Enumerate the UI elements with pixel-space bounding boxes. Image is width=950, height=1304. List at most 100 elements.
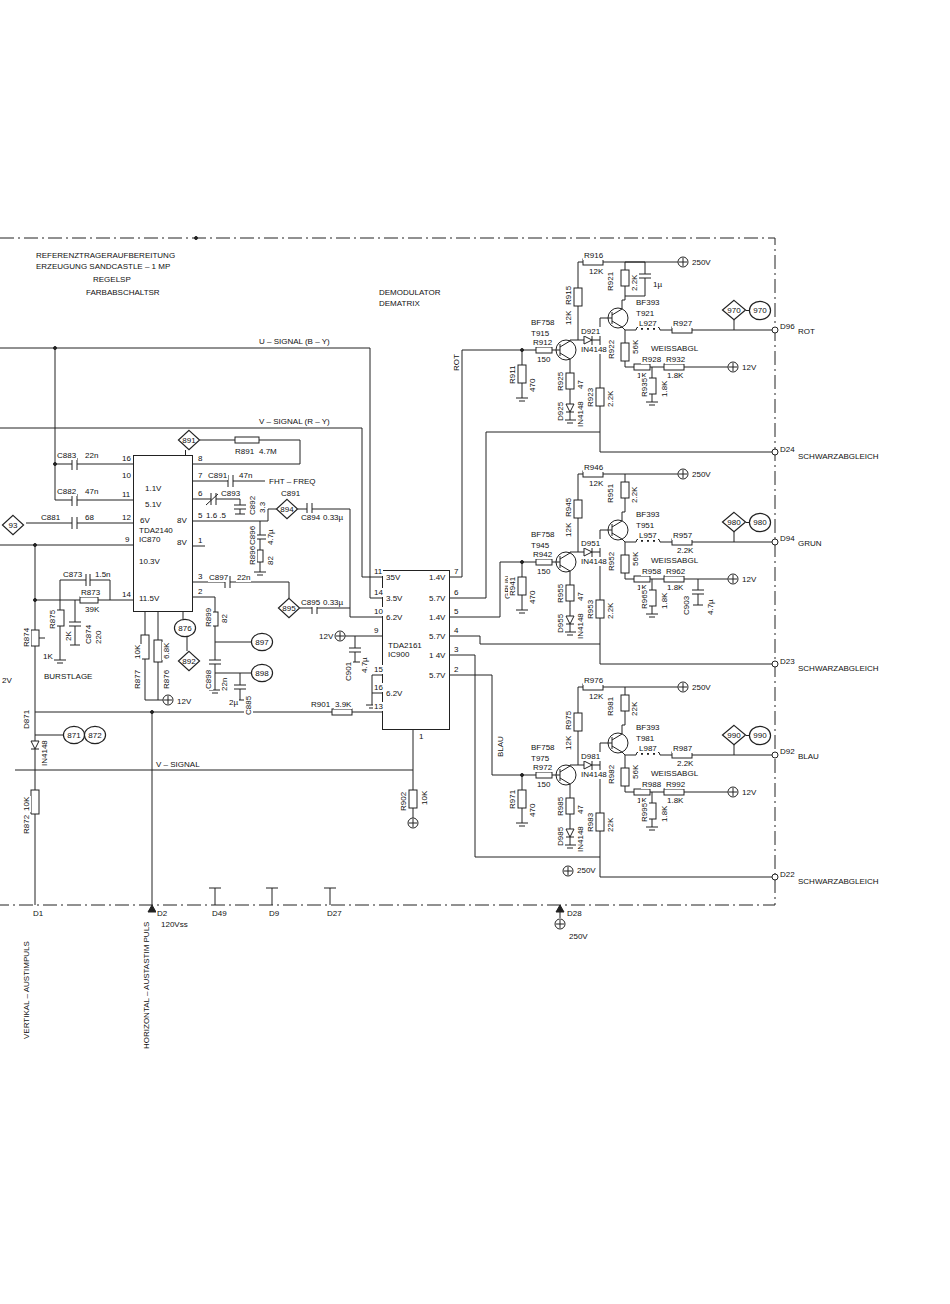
schematic-label: 13 — [373, 702, 384, 711]
node-text-group: 980 — [749, 513, 771, 532]
schematic-label: C894 — [300, 513, 321, 522]
schematic-label: 22n — [84, 451, 99, 460]
wire-drawing — [31, 741, 39, 749]
schematic-label: 5.7V — [428, 594, 446, 603]
schematic-label: R872 — [22, 814, 31, 835]
schematic-label: 22K — [606, 817, 615, 833]
schematic-label: 1.6 .5 — [205, 511, 227, 520]
schematic-label: 47n — [238, 471, 253, 480]
schematic-label: REFERENZTRAGERAUFBEREITUNG — [35, 251, 176, 260]
node-text: 876 — [178, 624, 191, 633]
schematic-label: R946 — [583, 463, 604, 472]
schematic-label: 2.2K — [606, 390, 615, 408]
connector — [746, 735, 749, 736]
shape-outline — [251, 664, 272, 681]
schematic-label: 10K — [420, 790, 429, 806]
schematic-label: R982 — [607, 764, 616, 785]
schematic-label: D925 — [556, 401, 565, 422]
schematic-label: R915 — [564, 285, 573, 306]
schematic-label: 47 — [576, 379, 585, 390]
schematic-label: DEMODULATOR — [378, 288, 442, 297]
test-point-diamond: 892 — [178, 651, 200, 671]
schematic-label: 12K — [564, 310, 573, 326]
schematic-label: 16 — [373, 683, 384, 692]
connector — [746, 310, 749, 311]
schematic-label: 6.2V — [385, 689, 403, 698]
schematic-label: R901 — [310, 700, 331, 709]
schematic-label: R965 — [640, 589, 649, 610]
test-point-diamond: 891 — [178, 430, 200, 450]
shape-outline — [251, 633, 272, 650]
schematic-label: R932 — [665, 355, 686, 364]
schematic-label: C891 — [207, 471, 228, 480]
schematic-label: C892 — [248, 495, 257, 516]
schematic-label: 1 — [418, 732, 424, 741]
schematic-label: R935 — [640, 377, 649, 398]
schematic-label: D955 — [556, 613, 565, 634]
schematic-label: R896 — [248, 545, 257, 566]
schematic-label: 1.5n — [94, 570, 112, 579]
schematic-label: 4.7µ — [360, 656, 369, 674]
wire-drawing — [409, 819, 417, 827]
wire-drawing — [298, 503, 382, 617]
schematic-label: R921 — [606, 271, 615, 292]
schematic-label: BF758 — [530, 743, 556, 752]
schematic-label: 2.2K — [676, 546, 694, 555]
schematic-label: 2 — [453, 665, 459, 674]
schematic-label: 5.7V — [428, 671, 446, 680]
schematic-label: IN4148 — [580, 770, 608, 779]
schematic-label: 56K — [631, 764, 640, 780]
test-point-circle: 970 — [749, 301, 771, 320]
schematic-label: D27 — [326, 909, 343, 918]
schematic-label: D985 — [556, 826, 565, 847]
schematic-label: 12V — [741, 575, 757, 584]
schematic-label: IN4148 — [576, 612, 585, 640]
schematic-label: D951 — [580, 539, 601, 548]
shape-outline — [722, 300, 745, 319]
schematic-label: C881 — [40, 513, 61, 522]
schematic-label: 4 — [453, 626, 459, 635]
wire-drawing — [450, 350, 536, 577]
wire-drawing — [80, 597, 98, 603]
schematic-label: BLAU — [496, 735, 505, 758]
schematic-label: R953 — [586, 599, 595, 620]
connector — [187, 637, 188, 651]
wire-drawing — [195, 237, 198, 240]
schematic-label: R945 — [564, 497, 573, 518]
shape-outline — [178, 430, 199, 449]
node-text-group: 897 — [251, 633, 273, 651]
wire-drawing — [148, 905, 156, 912]
schematic-label: 14 — [373, 588, 384, 597]
wires — [0, 237, 778, 930]
connector — [746, 522, 749, 523]
schematic-label: R976 — [583, 676, 604, 685]
shape-outline — [2, 515, 23, 534]
schematic-label: HORIZONTAL – AUSTASTIM PULS — [142, 921, 151, 1050]
shape-outline — [722, 725, 745, 744]
test-point-circle: 980 — [749, 513, 771, 532]
schematic-label: BURSTLAGE — [43, 672, 93, 681]
node-text-group: 93 — [2, 515, 24, 535]
schematic-label: 39K — [84, 605, 100, 614]
schematic-label: R873 — [80, 588, 101, 597]
schematic-label: 6.2V — [385, 613, 403, 622]
test-point-circle: 871 — [63, 726, 85, 744]
schematic-label: VERTIKAL – AUSTIMPULS — [22, 940, 31, 1040]
schematic-label: 250V — [691, 683, 712, 692]
shape-outline — [749, 726, 770, 744]
schematic-label: 4.7µ — [266, 528, 275, 546]
schematic-label: L987 — [638, 744, 658, 753]
schematic-label: 47 — [576, 591, 585, 602]
schematic-label: R902 — [399, 791, 408, 812]
schematic-label: D94 — [779, 534, 796, 543]
wire-drawing — [152, 712, 153, 905]
schematic-label: IN4148 — [580, 345, 608, 354]
schematic-label: 10 — [121, 471, 132, 480]
schematic-label: L957 — [638, 531, 658, 540]
schematic-label: C882 — [56, 487, 77, 496]
schematic-label: V – SIGNAL (R – Y) — [258, 417, 331, 426]
schematic-label: GRUN — [797, 539, 823, 548]
schematic-label: 12K — [588, 692, 604, 701]
